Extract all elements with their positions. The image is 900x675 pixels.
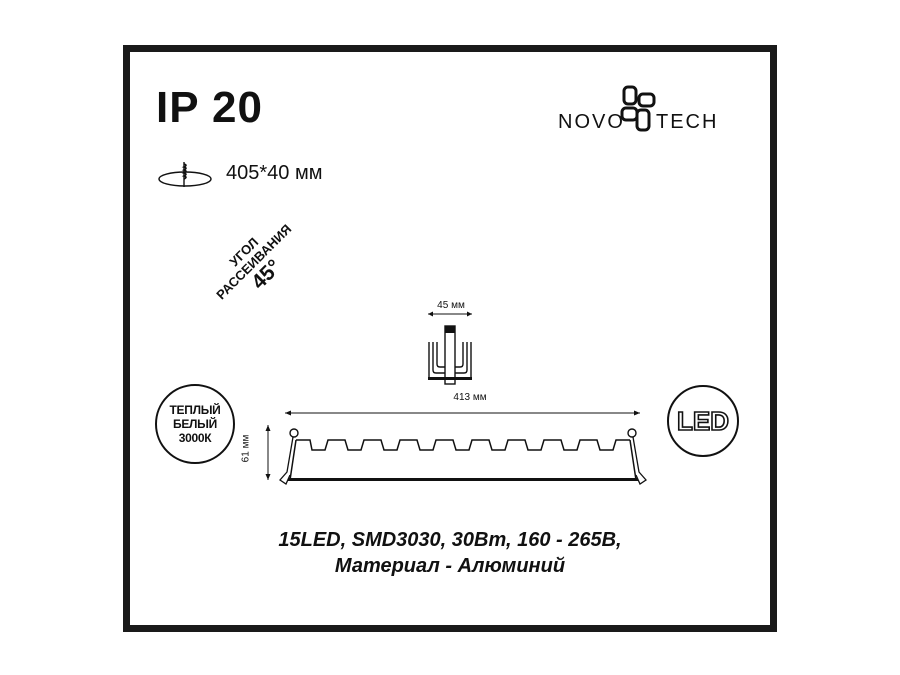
front-height-label: 61 мм [240, 434, 252, 463]
novotech-logo: NOVO TECH [558, 85, 718, 133]
ip-rating: IP 20 [156, 83, 263, 132]
recessed-cutout-icon [158, 162, 212, 187]
front-view-drawing [265, 410, 647, 485]
side-width-label: 45 мм [437, 300, 465, 311]
beam-angle-label: УГОЛ РАССЕИВАНИЯ 45° [178, 200, 328, 320]
specs-line1: 15LED, SMD3030, 30Вт, 160 - 265В, [278, 529, 622, 551]
color-badge-line1: ТЕПЛЫЙ [169, 403, 221, 417]
front-width-label: 413 мм [453, 392, 487, 403]
specifications: 15LED, SMD3030, 30Вт, 160 - 265В, Матери… [150, 527, 750, 579]
led-badge-text: LED [677, 406, 729, 436]
logo-text-left: NOVO [558, 111, 625, 133]
cutout-dimensions: 405*40 мм [226, 162, 323, 184]
color-temperature-badge: ТЕПЛЫЙ БЕЛЫЙ 3000К [155, 384, 235, 464]
logo-text-right: TECH [656, 111, 718, 133]
product-sheet-frame [123, 45, 777, 632]
side-view-drawing [428, 311, 472, 385]
color-badge-line2: БЕЛЫЙ [173, 417, 217, 431]
color-badge-line3: 3000К [178, 431, 212, 445]
specs-line2: Материал - Алюминий [334, 555, 566, 577]
led-badge-icon: LED [667, 385, 739, 457]
